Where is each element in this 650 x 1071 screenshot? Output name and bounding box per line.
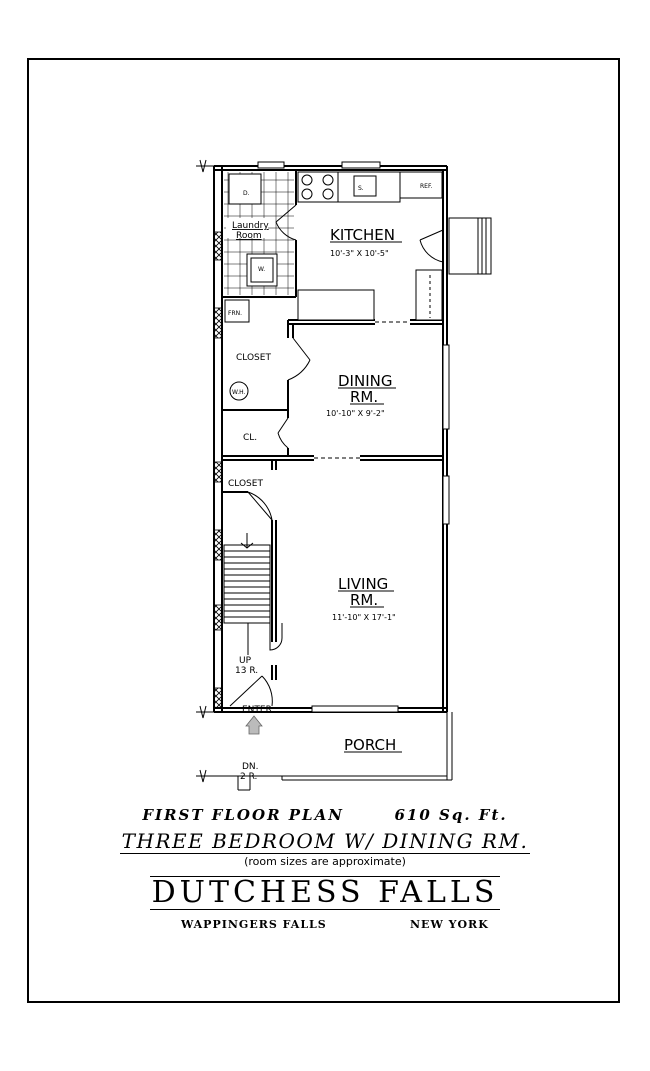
dryer	[228, 173, 262, 205]
community-row: DUTCHESS FALLS	[0, 875, 650, 910]
living-room-label-2: RM.	[350, 591, 378, 609]
model-title: THREE BEDROOM W/ DINING RM.	[119, 829, 531, 854]
staircase	[223, 533, 283, 655]
laundry-room-label-2: Room	[236, 231, 262, 241]
utility-fixtures	[224, 299, 250, 401]
sink	[353, 175, 377, 197]
laundry-room-label: Laundry	[232, 221, 269, 231]
floor-plan: D. W. Laundry Room S. REF. FRN. W.H.	[196, 159, 492, 791]
refrigerator	[399, 171, 443, 199]
porch-steps-risers-label: 2 R.	[240, 772, 257, 782]
laundry-fixtures	[226, 173, 278, 287]
porch	[196, 712, 453, 791]
furnace-label: FRN.	[228, 310, 242, 317]
state-name: NEW YORK	[410, 918, 489, 931]
entry-arrow-icon	[245, 715, 263, 735]
square-footage: 610 Sq. Ft.	[394, 806, 508, 824]
page-border	[27, 58, 620, 1003]
cl-closet-label: CL.	[243, 433, 257, 443]
plan-title: FIRST FLOOR PLAN	[142, 806, 344, 824]
wall-break-marks	[196, 159, 214, 719]
living-room-size: 11'-10" X 17'-1"	[332, 613, 396, 622]
sink-label: S.	[358, 185, 364, 192]
dining-room-label: DINING	[338, 372, 392, 390]
plan-title-row: FIRST FLOOR PLAN 610 Sq. Ft.	[0, 806, 650, 824]
entry-label: ENTER	[242, 705, 272, 715]
model-title-row: THREE BEDROOM W/ DINING RM.	[0, 829, 650, 854]
washer	[246, 253, 278, 287]
counter-island	[297, 289, 375, 321]
side-stoop	[448, 217, 492, 275]
furnace	[224, 299, 250, 323]
town-name: WAPPINGERS FALLS	[181, 918, 327, 931]
kitchen-size: 10'-3" X 10'-5"	[330, 249, 389, 258]
approximate-note: (room sizes are approximate)	[244, 855, 406, 868]
community-name: DUTCHESS FALLS	[149, 875, 501, 910]
upper-closet-label: CLOSET	[236, 353, 271, 363]
dining-room-label-2: RM.	[350, 388, 378, 406]
dryer-label: D.	[243, 190, 250, 197]
porch-label: PORCH	[344, 736, 396, 754]
porch-steps-label: DN.	[242, 762, 259, 772]
windows	[257, 161, 450, 713]
stairs-risers-label: 13 R.	[235, 666, 258, 676]
living-room-label: LIVING	[338, 575, 388, 593]
stairs-up-label: UP	[239, 656, 252, 666]
water-heater	[229, 381, 249, 401]
wall-hatching	[213, 231, 223, 709]
openings	[314, 321, 410, 459]
washer-label: W.	[258, 266, 265, 273]
water-heater-label: W.H.	[232, 389, 246, 396]
pantry-counter	[415, 269, 443, 321]
refrigerator-label: REF.	[420, 183, 432, 190]
kitchen-fixtures	[297, 171, 443, 321]
hall-closet-label: CLOSET	[228, 479, 263, 489]
dining-room-size: 10'-10" X 9'-2"	[326, 409, 385, 418]
kitchen-label: KITCHEN	[330, 226, 395, 244]
